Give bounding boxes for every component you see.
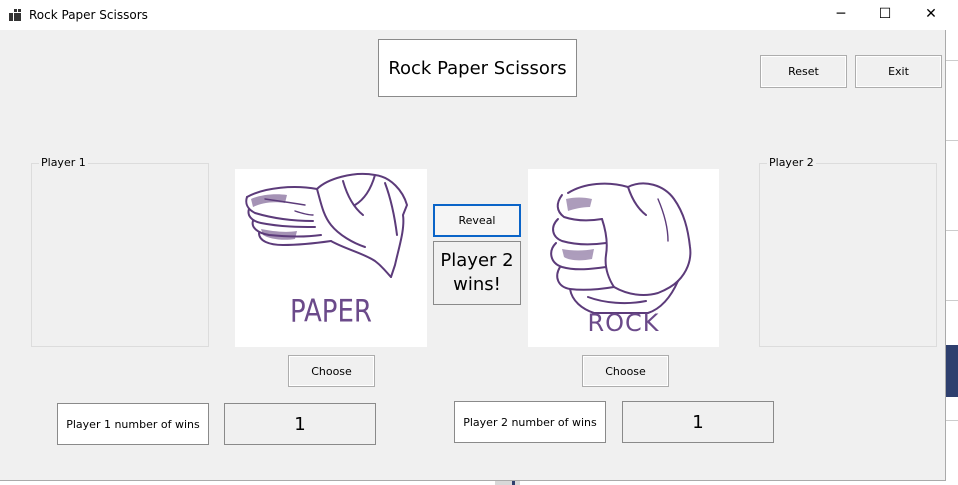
- title-bar[interactable]: Rock Paper Scissors ─ ☐ ✕: [0, 0, 946, 30]
- rock-fist-icon: [550, 182, 692, 314]
- player1-choice-picture: PAPER: [235, 169, 427, 347]
- close-icon: ✕: [925, 6, 937, 22]
- minimize-icon: ─: [836, 6, 846, 22]
- player2-group-label: Player 2: [767, 156, 816, 169]
- player2-group: Player 2: [759, 156, 937, 347]
- player1-wins-value: 1: [224, 403, 376, 445]
- reveal-button[interactable]: Reveal: [433, 204, 521, 237]
- player2-wins-value: 1: [622, 401, 774, 443]
- player1-choose-button[interactable]: Choose: [288, 355, 375, 387]
- exit-button[interactable]: Exit: [855, 55, 942, 88]
- maximize-icon: ☐: [878, 6, 892, 22]
- taskbar-edge: [495, 481, 520, 485]
- result-label: Player 2 wins!: [433, 241, 521, 305]
- background-window-edge: [946, 0, 958, 485]
- player1-choice-caption: PAPER: [290, 294, 372, 330]
- paper-hand-icon: [245, 173, 408, 278]
- player2-wins-label: Player 2 number of wins: [454, 401, 606, 443]
- maximize-button[interactable]: ☐: [862, 0, 908, 30]
- app-window: Rock Paper Scissors ─ ☐ ✕ Rock Paper Sci…: [0, 0, 946, 481]
- player1-group: Player 1: [31, 156, 209, 347]
- close-button[interactable]: ✕: [908, 0, 954, 30]
- minimize-button[interactable]: ─: [818, 0, 864, 30]
- app-icon: [9, 9, 21, 21]
- player1-group-label: Player 1: [39, 156, 88, 169]
- reset-button[interactable]: Reset: [760, 55, 847, 88]
- player2-choice-picture: ROCK: [528, 169, 719, 347]
- player2-choice-caption: ROCK: [587, 309, 660, 337]
- window-title: Rock Paper Scissors: [29, 8, 148, 22]
- player2-choose-button[interactable]: Choose: [582, 355, 669, 387]
- page-title: Rock Paper Scissors: [378, 39, 577, 97]
- player1-wins-label: Player 1 number of wins: [57, 403, 209, 445]
